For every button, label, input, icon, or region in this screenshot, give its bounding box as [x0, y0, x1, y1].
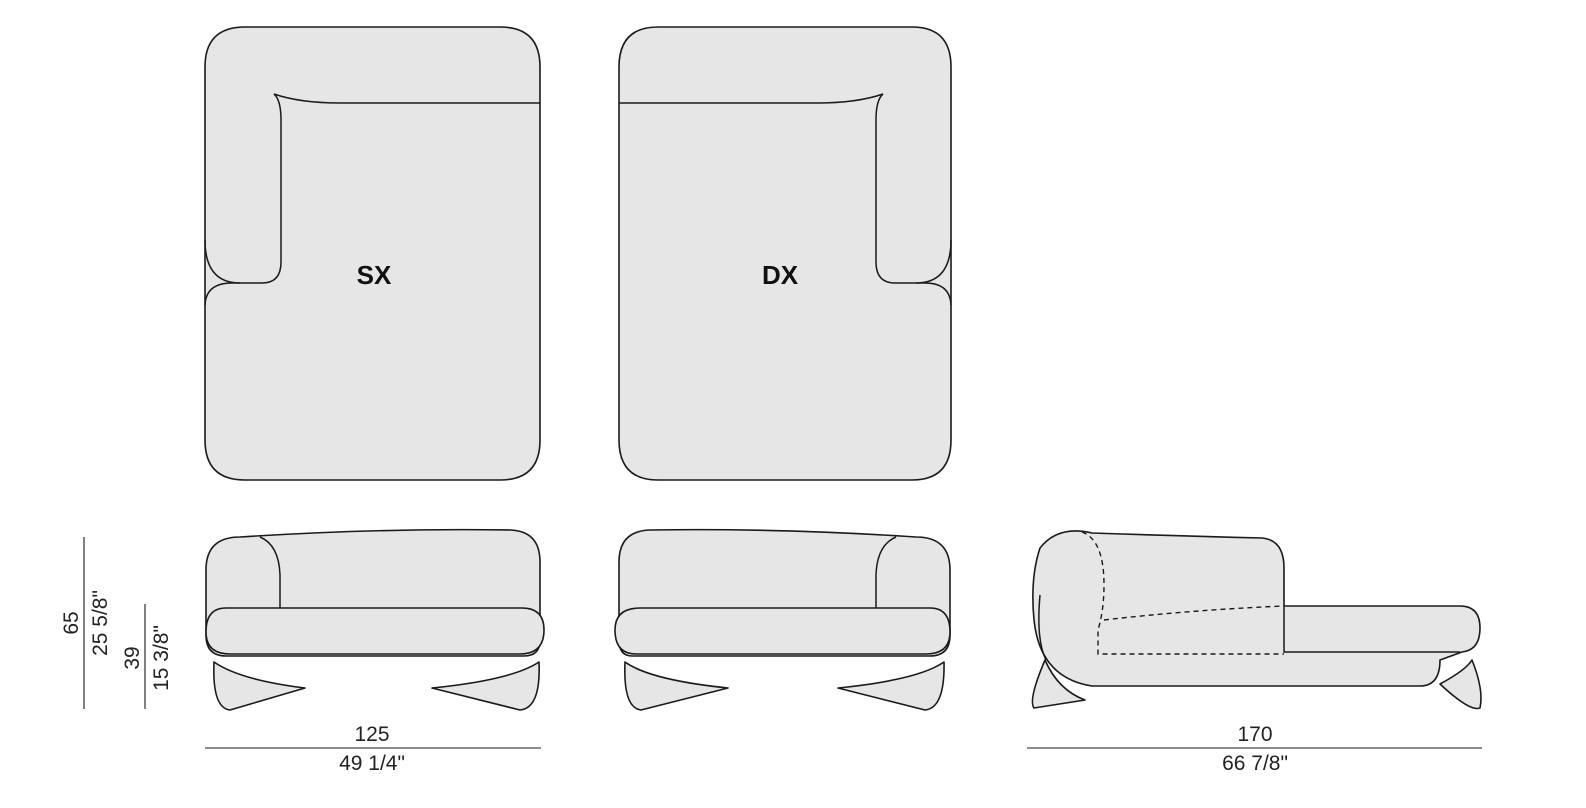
height-total-in: 25 5/8" — [89, 590, 112, 656]
label-sx: SX — [357, 260, 392, 290]
width-front-cm: 125 — [354, 723, 389, 746]
dimension-height-total: 65 25 5/8" — [60, 537, 112, 709]
height-seat-in: 15 3/8" — [150, 625, 173, 691]
top-view-dx: DX — [618, 26, 952, 481]
front-view-dx — [614, 528, 951, 711]
front-view-sx — [205, 528, 545, 711]
dimension-height-seat: 39 15 3/8" — [121, 604, 173, 709]
height-total-cm: 65 — [60, 611, 83, 634]
top-view-sx: SX — [204, 26, 541, 481]
height-seat-cm: 39 — [121, 646, 144, 669]
width-front-in: 49 1/4" — [339, 752, 405, 775]
label-dx: DX — [762, 260, 799, 290]
width-side-cm: 170 — [1237, 723, 1272, 746]
side-view — [1031, 530, 1482, 710]
width-side-in: 66 7/8" — [1222, 752, 1288, 775]
dimension-width-side: 170 66 7/8" — [1027, 723, 1482, 775]
dimension-width-front: 125 49 1/4" — [205, 723, 541, 775]
